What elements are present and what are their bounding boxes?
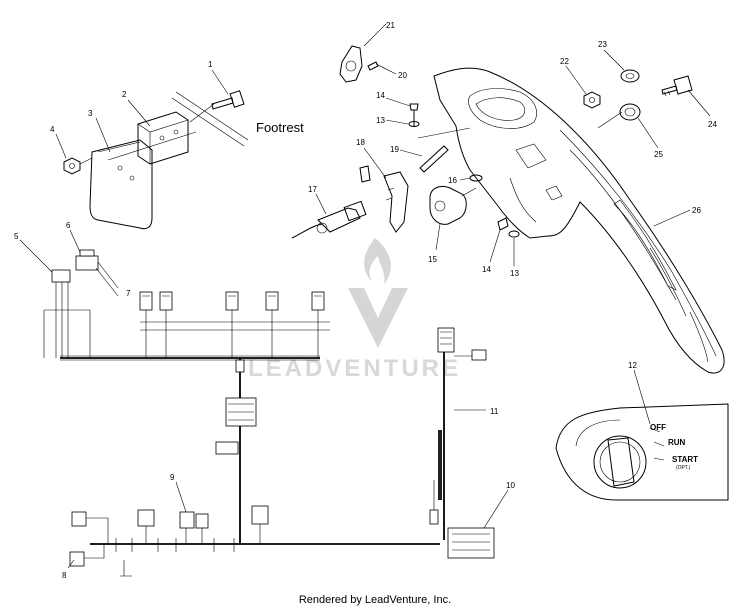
callout-21: 21 <box>386 21 395 30</box>
callout-18: 18 <box>356 138 365 147</box>
switch-opt-label: (OPT.) <box>676 465 691 471</box>
callout-23: 23 <box>598 40 607 49</box>
footrest-assembly <box>63 90 249 230</box>
callout-22: 22 <box>560 57 569 66</box>
callout-20: 20 <box>398 71 407 80</box>
callout-6: 6 <box>66 221 71 230</box>
callout-13-top: 13 <box>376 116 385 125</box>
callout-24: 24 <box>708 120 717 129</box>
leader-lines <box>19 23 711 569</box>
callout-numbers: 1 2 3 4 5 6 7 8 9 10 11 12 13 13 14 14 1… <box>14 21 717 580</box>
callout-7: 7 <box>126 289 131 298</box>
callout-3: 3 <box>88 109 93 118</box>
callout-11: 11 <box>490 407 499 416</box>
switch-off-label: OFF <box>650 423 666 432</box>
callout-10: 10 <box>506 481 515 490</box>
callout-14-top: 14 <box>376 91 385 100</box>
callout-12: 12 <box>628 361 637 370</box>
callout-1: 1 <box>208 60 213 69</box>
footrest-label: Footrest <box>256 120 304 135</box>
callout-4: 4 <box>50 125 55 134</box>
callout-5: 5 <box>14 232 19 241</box>
credit-text: Rendered by LeadVenture, Inc. <box>298 594 452 606</box>
callout-15: 15 <box>428 255 437 264</box>
callout-13-bottom: 13 <box>510 269 519 278</box>
switch-detail: OFF RUN START (OPT.) <box>555 403 729 501</box>
key-hardware <box>583 69 693 121</box>
dash-panel <box>433 67 725 374</box>
key-switch-assembly <box>291 45 520 239</box>
callout-9: 9 <box>170 473 175 482</box>
callout-19: 19 <box>390 145 399 154</box>
leadventure-watermark: LEADVENTURE <box>248 238 461 382</box>
connector-row <box>139 291 325 311</box>
watermark-text: LEADVENTURE <box>248 355 461 382</box>
switch-run-label: RUN <box>668 438 686 447</box>
callout-16: 16 <box>448 176 457 185</box>
callout-2: 2 <box>122 90 127 99</box>
relay-block <box>51 249 119 297</box>
callout-8: 8 <box>62 571 67 580</box>
callout-17: 17 <box>308 185 317 194</box>
wiring-harness <box>43 276 495 577</box>
callout-25: 25 <box>654 150 663 159</box>
switch-start-label: START <box>672 455 698 464</box>
callout-26: 26 <box>692 206 701 215</box>
callout-14-bottom: 14 <box>482 265 491 274</box>
